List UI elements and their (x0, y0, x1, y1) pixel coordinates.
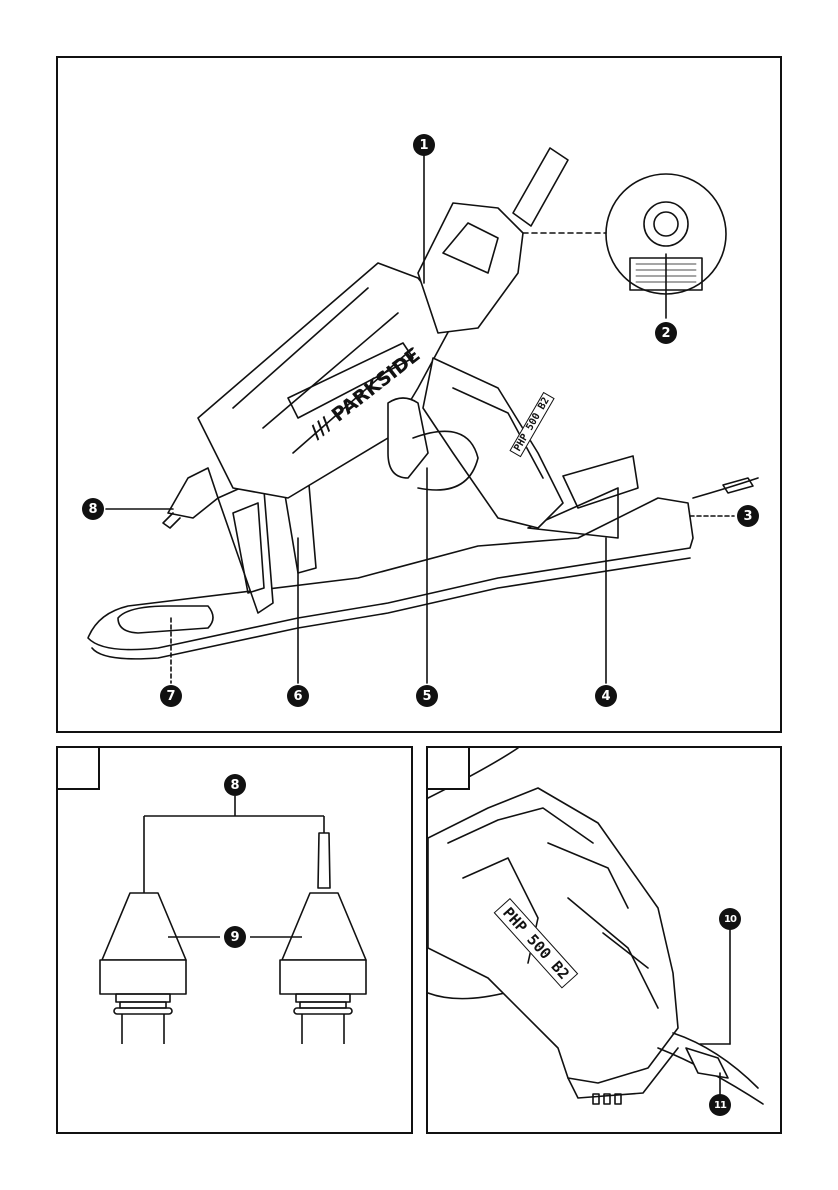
marker-4: 4 (595, 685, 617, 707)
glue-gun-drawing (58, 58, 780, 731)
marker-8: 8 (224, 774, 246, 796)
figure-number-box (426, 746, 470, 790)
figure-number-box (56, 746, 100, 790)
handle-drawing (428, 748, 780, 1132)
nozzle-figure: 8 9 (56, 746, 413, 1134)
marker-10: 10 (719, 908, 741, 930)
marker-6: 6 (287, 685, 309, 707)
marker-8: 8 (82, 498, 104, 520)
marker-7: 7 (160, 685, 182, 707)
marker-2: 2 (655, 322, 677, 344)
handle-detail-figure: PHP 500 B2 10 11 (426, 746, 782, 1134)
marker-5: 5 (416, 685, 438, 707)
marker-3: 3 (737, 505, 759, 527)
marker-9: 9 (224, 926, 246, 948)
overview-figure: /// PARKSIDE PHP 500 B2 1 2 3 4 5 6 7 8 (56, 56, 782, 733)
marker-11: 11 (709, 1094, 731, 1116)
marker-1: 1 (413, 134, 435, 156)
